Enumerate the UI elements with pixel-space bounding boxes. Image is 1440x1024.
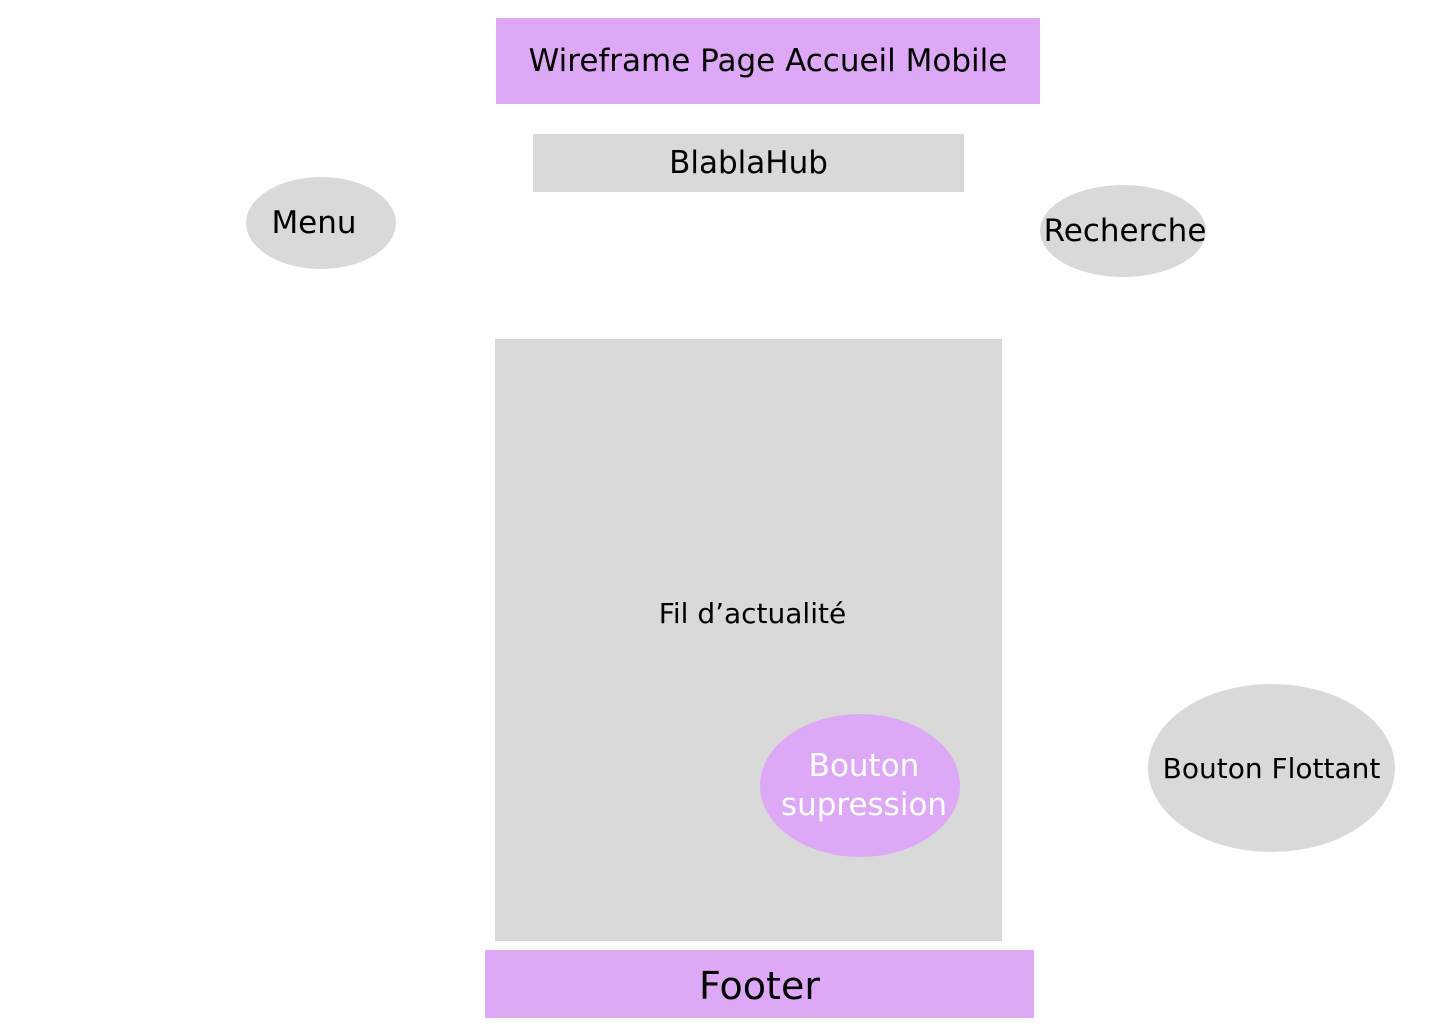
delete-button[interactable]: Bouton supression bbox=[760, 714, 960, 857]
floating-action-button-label: Bouton Flottant bbox=[1162, 751, 1381, 785]
delete-button-label-line1: Bouton bbox=[808, 747, 920, 784]
wireframe-title: Wireframe Page Accueil Mobile bbox=[496, 18, 1040, 104]
app-name-header: BlablaHub bbox=[533, 134, 964, 192]
footer: Footer bbox=[485, 950, 1034, 1018]
footer-label: Footer bbox=[699, 964, 820, 1008]
menu-button-label: Menu bbox=[271, 205, 357, 241]
news-feed[interactable]: Fil d’actualité bbox=[495, 339, 1002, 941]
menu-button[interactable]: Menu bbox=[246, 177, 396, 269]
delete-button-label-line2: supression bbox=[780, 786, 948, 823]
search-button[interactable]: Recherche bbox=[1040, 185, 1206, 277]
floating-action-button[interactable]: Bouton Flottant bbox=[1148, 684, 1395, 852]
news-feed-label: Fil d’actualité bbox=[658, 597, 847, 630]
app-name-text: BlablaHub bbox=[669, 145, 828, 181]
wireframe-title-text: Wireframe Page Accueil Mobile bbox=[528, 43, 1008, 79]
search-button-label: Recherche bbox=[1043, 213, 1207, 249]
